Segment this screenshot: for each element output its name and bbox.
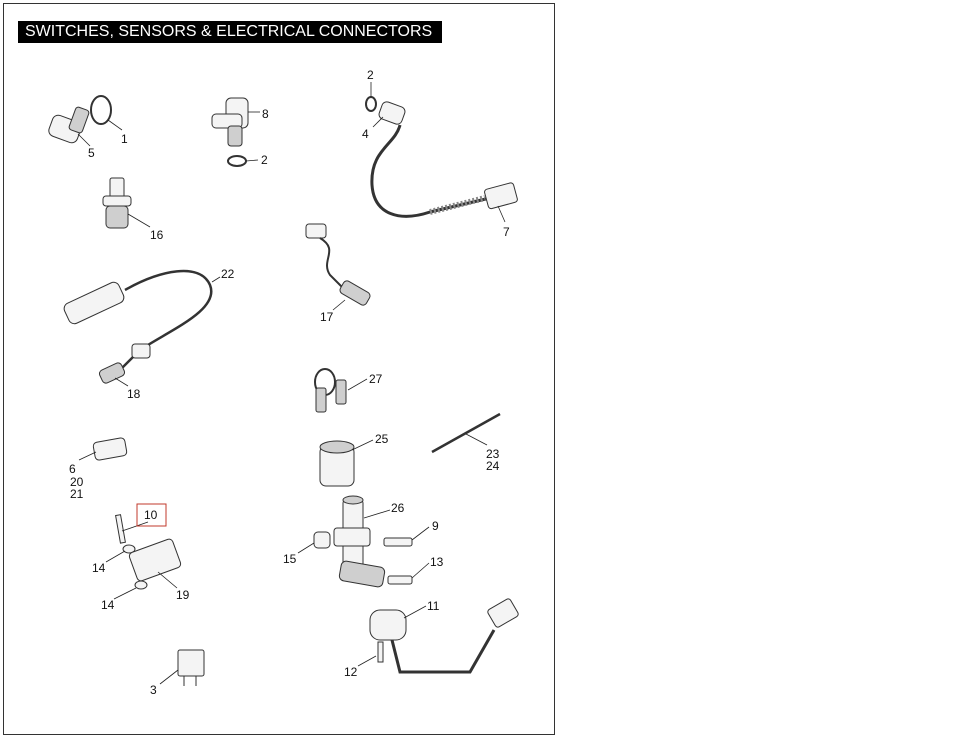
part-19-module[interactable]	[128, 538, 182, 582]
part-1-washer[interactable]	[90, 95, 112, 125]
callout-5[interactable]: 5	[88, 146, 95, 160]
callout-14[interactable]: 14	[101, 598, 115, 612]
callout-25[interactable]: 25	[375, 432, 389, 446]
part-2-oring[interactable]	[227, 155, 247, 167]
part-25-cylinder[interactable]	[319, 440, 355, 487]
callout-12[interactable]: 12	[344, 665, 358, 679]
callout-1[interactable]: 1	[121, 132, 128, 146]
callout-21[interactable]: 21	[70, 487, 84, 501]
part-17-oxygen-sensor[interactable]	[305, 223, 371, 307]
part-26-ignition-switch[interactable]	[333, 495, 386, 588]
diagram-frame	[3, 3, 555, 735]
part-8-sensor[interactable]	[211, 97, 249, 147]
callout-13[interactable]: 13	[430, 555, 444, 569]
callout-3[interactable]: 3	[150, 683, 157, 697]
callout-2[interactable]: 2	[367, 68, 374, 82]
part-11-switch-harness[interactable]	[369, 598, 519, 674]
part-23-wire[interactable]	[431, 412, 501, 454]
part-2-oring-b[interactable]	[365, 96, 377, 112]
callout-9[interactable]: 9	[432, 519, 439, 533]
callout-2[interactable]: 2	[261, 153, 268, 167]
part-16-sensor[interactable]	[102, 177, 132, 229]
callout-11[interactable]: 11	[427, 599, 440, 613]
part-13-screw[interactable]	[387, 575, 413, 585]
callout-10-highlight	[136, 503, 167, 527]
part-6-fuse[interactable]	[92, 437, 128, 461]
part-7-connector	[484, 182, 518, 210]
callout-23[interactable]: 23	[486, 447, 500, 461]
callout-18[interactable]: 18	[127, 387, 141, 401]
callout-8[interactable]: 8	[262, 107, 269, 121]
part-14-washer-a[interactable]	[122, 544, 136, 554]
part-10-screw[interactable]	[115, 514, 126, 544]
part-5-switch[interactable]	[47, 106, 90, 144]
callout-19[interactable]: 19	[176, 588, 190, 602]
part-15-cap[interactable]	[313, 531, 331, 549]
part-4-sensor-harness[interactable]	[370, 100, 518, 218]
callout-6[interactable]: 6	[69, 462, 76, 476]
callout-17[interactable]: 17	[320, 310, 334, 324]
callout-7[interactable]: 7	[503, 225, 510, 239]
part-9-screw[interactable]	[383, 537, 413, 547]
callout-15[interactable]: 15	[283, 552, 297, 566]
callout-26[interactable]: 26	[391, 501, 405, 515]
part-14-washer-b[interactable]	[134, 580, 148, 590]
callout-4[interactable]: 4	[362, 127, 369, 141]
callout-16[interactable]: 16	[150, 228, 164, 242]
callout-27[interactable]: 27	[369, 372, 383, 386]
diagram-title: SWITCHES, SENSORS & ELECTRICAL CONNECTOR…	[18, 21, 442, 43]
callout-22[interactable]: 22	[221, 267, 235, 281]
leader-lines	[77, 82, 506, 685]
part-27-keys[interactable]	[314, 368, 347, 413]
part-3-relay[interactable]	[177, 649, 205, 686]
callout-14[interactable]: 14	[92, 561, 106, 575]
part-18-sensor[interactable]	[98, 362, 126, 385]
callout-24[interactable]: 24	[486, 459, 500, 473]
callout-20[interactable]: 20	[70, 475, 84, 489]
part-12-screw[interactable]	[377, 641, 384, 663]
part-22-harness[interactable]	[62, 269, 213, 371]
callout-10[interactable]: 10	[144, 508, 158, 522]
